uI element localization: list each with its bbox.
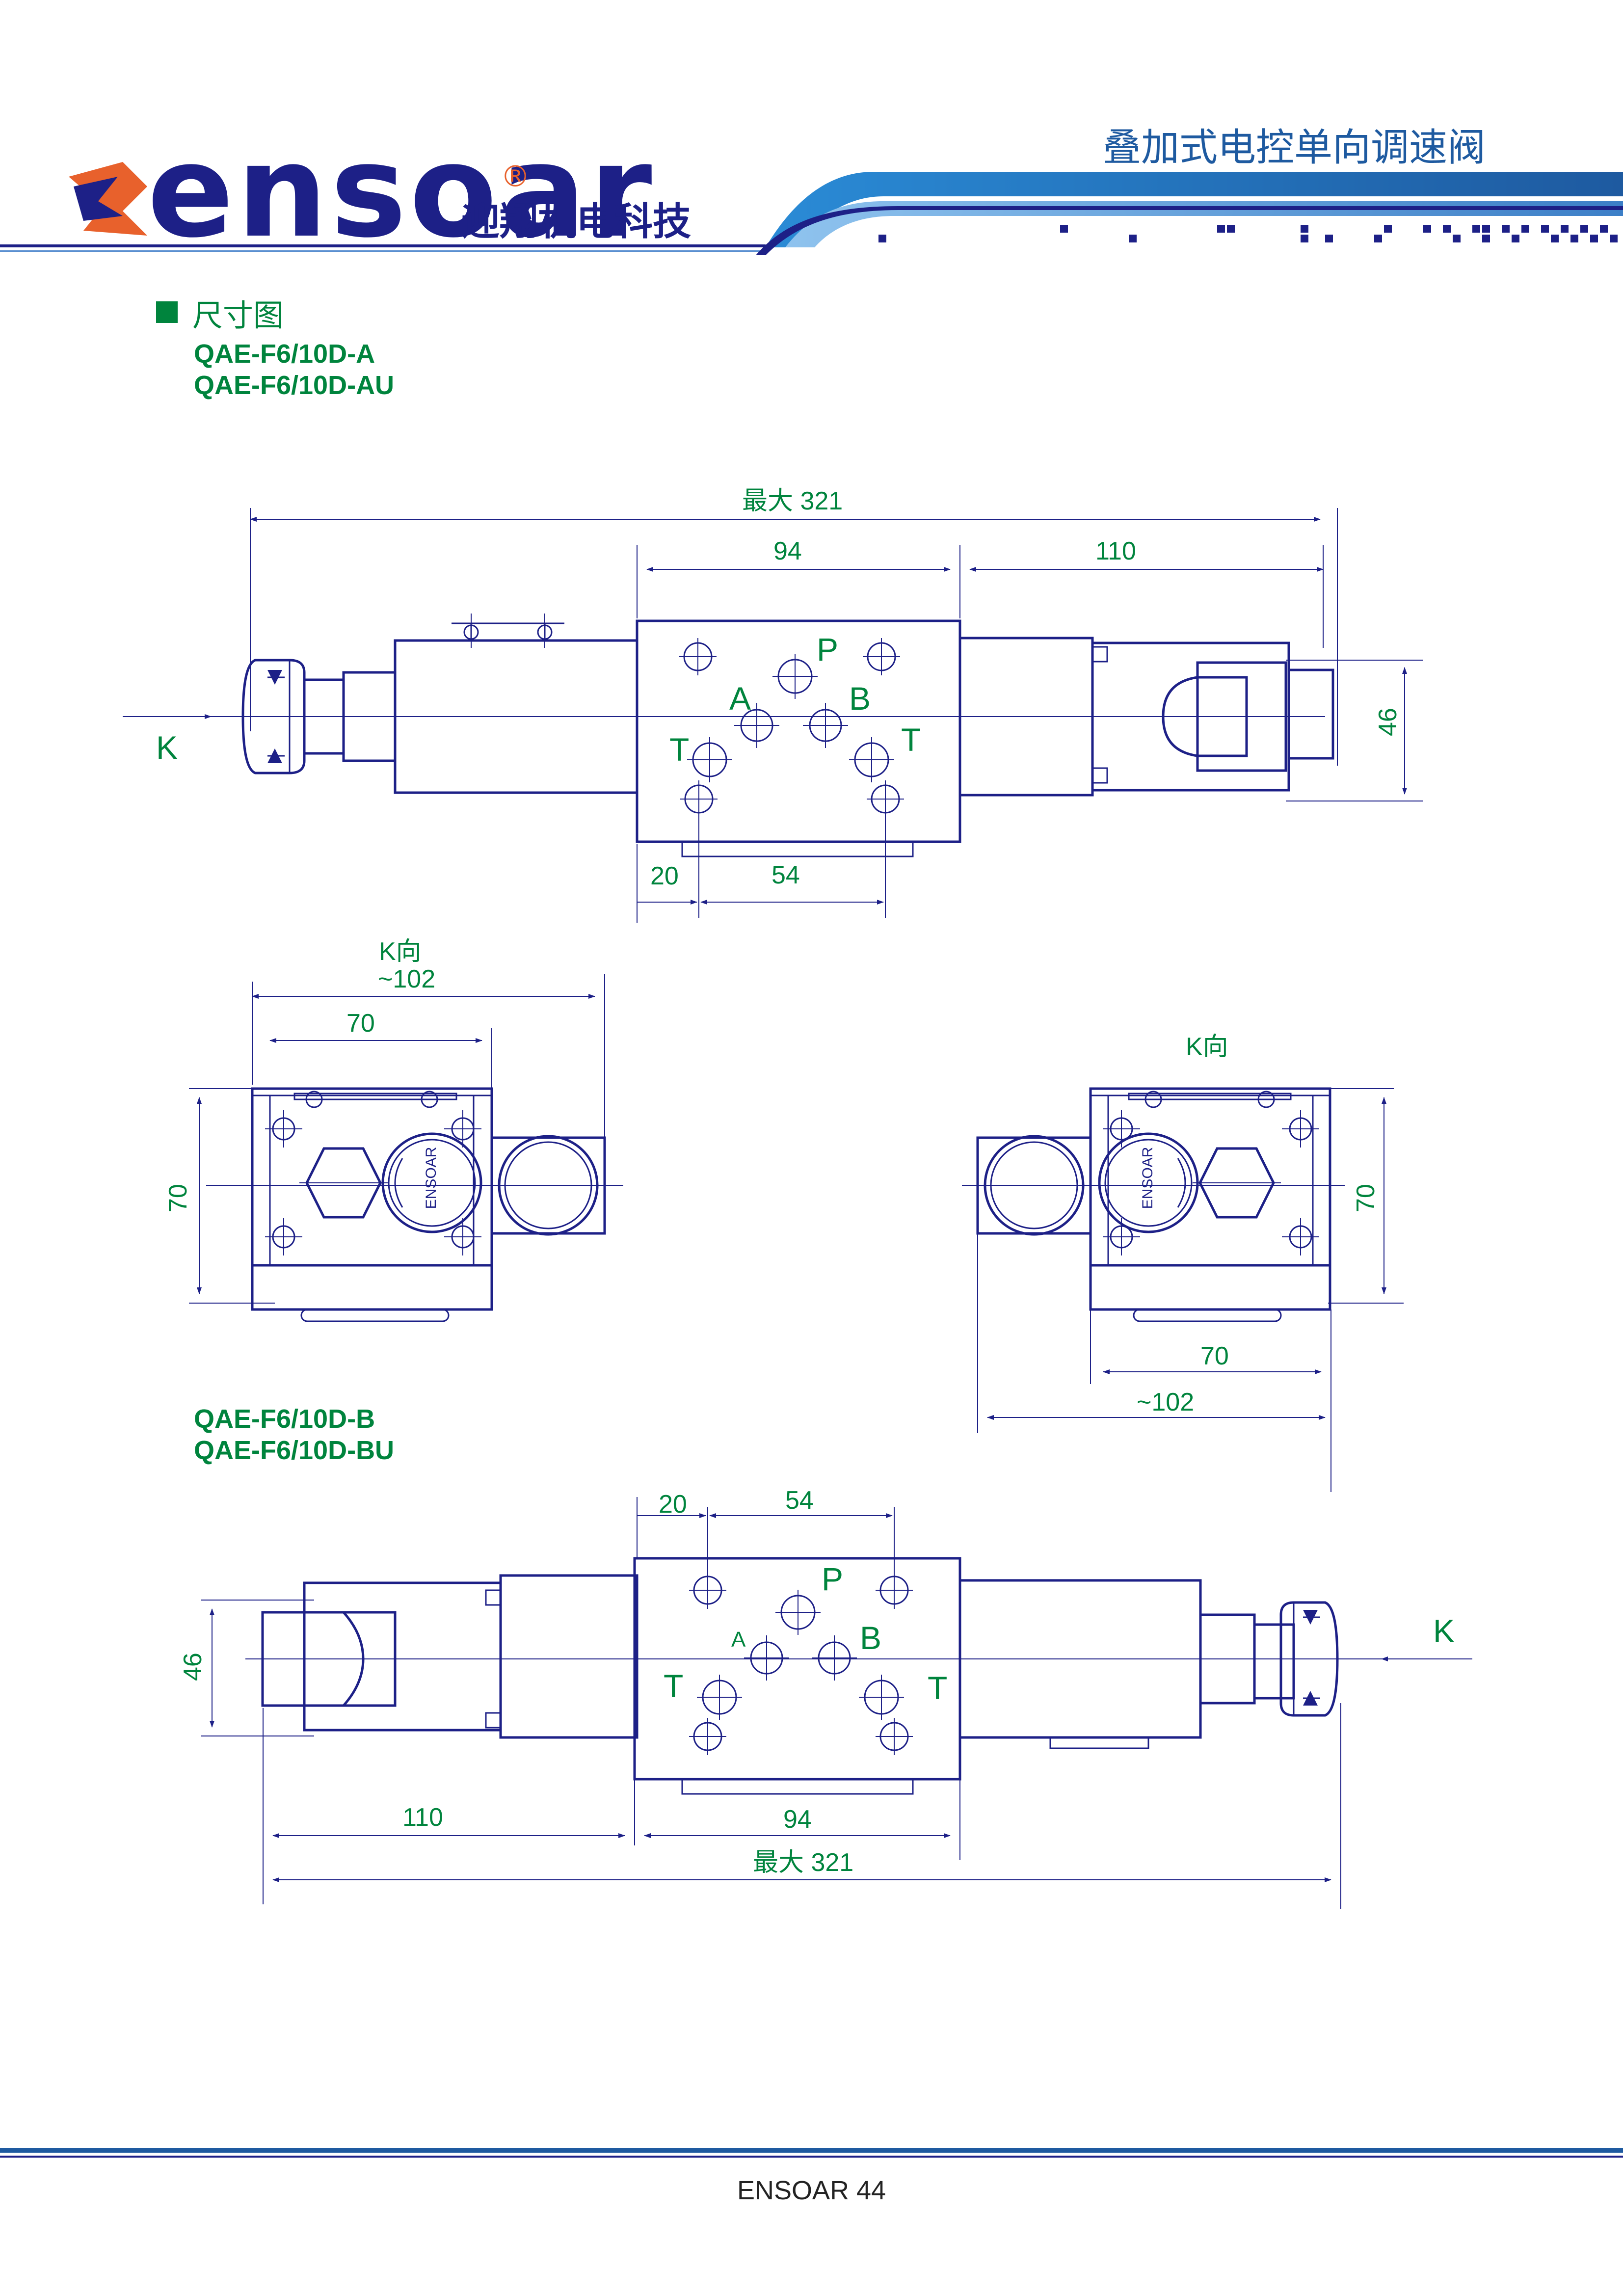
model-label: QAE-F6/10D-A [194, 339, 375, 369]
dim-94: 94 [773, 537, 802, 565]
port-holes [689, 1572, 913, 1755]
port-label-a: A [729, 680, 751, 717]
brand-cn-name: 迎翔机电科技 [461, 200, 691, 244]
footer-page-label: ENSOAR 44 [737, 2176, 886, 2205]
dim-102: ~102 [1137, 1388, 1194, 1416]
bottom-side-view: 20 54 46 110 94 最大 321 P A B T T K [179, 1486, 1472, 1909]
dim-70-horizontal: 70 [1200, 1342, 1229, 1370]
body-mark: ENSOAR [423, 1147, 439, 1209]
dim-110: 110 [1095, 537, 1136, 565]
k-view-right: K向 70 ~102 70 ENSOAR [962, 1033, 1404, 1492]
view-title: K向 [1186, 1033, 1228, 1061]
header-line [0, 244, 766, 247]
port-label-t: T [664, 1668, 683, 1704]
section-title: 尺寸图 [192, 297, 284, 333]
k-view-left: K向 ~102 70 70 ENSOAR [164, 937, 623, 1322]
port-label-p: P [817, 631, 838, 667]
header-swoosh [766, 172, 1623, 247]
header-banner: ensoar ® 迎翔机电科技 [0, 118, 1623, 266]
brand-logo-icon [69, 162, 147, 236]
port-label-b: B [860, 1620, 881, 1656]
dim-102: ~102 [378, 965, 435, 993]
view-direction-k: K [156, 729, 178, 766]
dim-94: 94 [783, 1805, 812, 1834]
port-label-b: B [849, 680, 871, 717]
dim-20: 20 [659, 1490, 687, 1519]
dim-70-vertical: 70 [164, 1184, 192, 1212]
section-bullet-square [156, 301, 178, 323]
registered-mark: ® [501, 160, 530, 194]
dim-70-horizontal: 70 [346, 1009, 375, 1038]
dimension-drawings: 最大 321 94 110 46 20 54 P A B T T K K向 ~1… [123, 487, 1472, 1909]
view-title: K向 [379, 937, 422, 966]
dim-46: 46 [1374, 708, 1402, 736]
dim-20: 20 [650, 862, 679, 890]
page-title: 叠加式电控单向调速阀 [1102, 126, 1486, 170]
port-label-t: T [669, 731, 689, 768]
port-label-t: T [928, 1670, 947, 1706]
top-side-view: 最大 321 94 110 46 20 54 P A B T T K [123, 487, 1423, 923]
dim-70-vertical: 70 [1352, 1184, 1380, 1212]
body-mark: ENSOAR [1140, 1147, 1156, 1209]
dim-overall-max: 最大 321 [742, 487, 843, 515]
footer-rule [0, 2148, 1623, 2158]
model-label: QAE-F6/10D-B [194, 1404, 375, 1434]
dim-54: 54 [785, 1486, 814, 1515]
brand-logo-text: ensoar [147, 118, 655, 266]
port-label-t: T [901, 721, 921, 758]
dim-overall-max: 最大 321 [753, 1848, 853, 1877]
model-label: QAE-F6/10D-BU [194, 1436, 395, 1465]
model-label: QAE-F6/10D-AU [194, 371, 395, 400]
dim-54: 54 [772, 861, 800, 889]
port-label-a: A [731, 1628, 746, 1652]
port-holes [679, 638, 904, 818]
dim-110: 110 [402, 1803, 443, 1832]
view-direction-k: K [1433, 1613, 1455, 1649]
port-label-p: P [822, 1561, 843, 1597]
dim-46: 46 [179, 1653, 207, 1681]
header-pixel-pattern [878, 225, 1618, 242]
